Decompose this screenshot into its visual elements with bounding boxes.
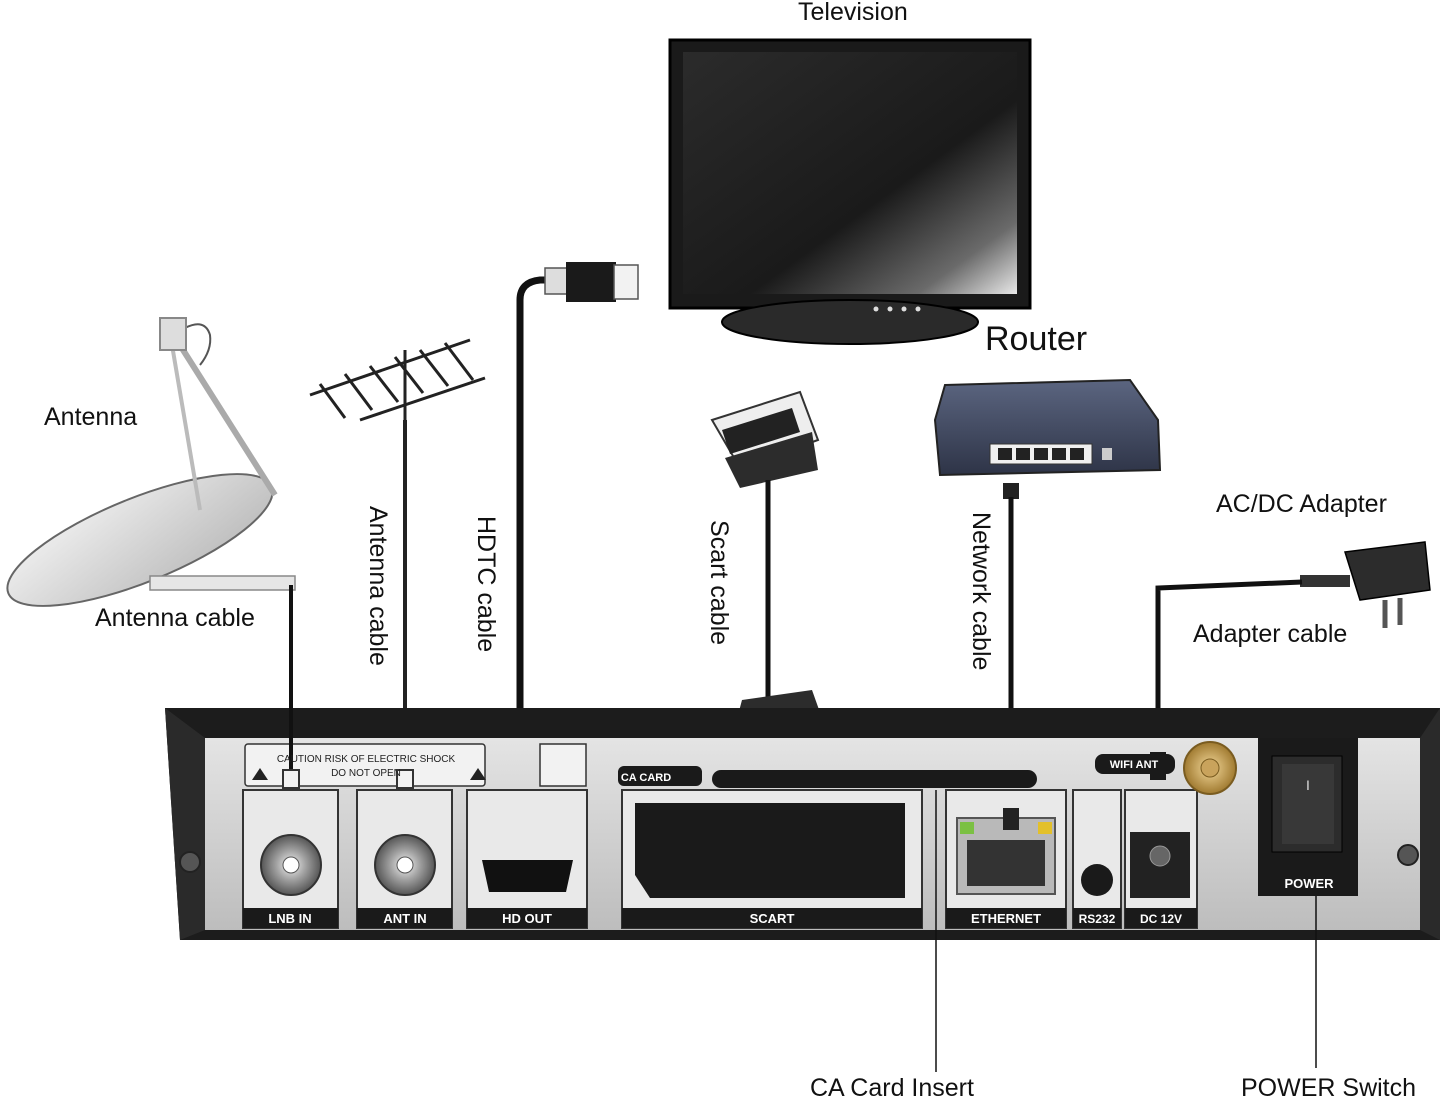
scart-label: SCART: [750, 911, 795, 926]
power-switch-label: POWER Switch: [1241, 1074, 1417, 1102]
yagi-antenna: [309, 338, 486, 760]
caution-line-2: DO NOT OPEN: [331, 768, 401, 779]
ethernet-label: ETHERNET: [971, 911, 1041, 926]
router-label: Router: [985, 320, 1088, 358]
adapter-cable-label: Adapter cable: [1193, 620, 1348, 648]
ant-in-label: ANT IN: [383, 911, 426, 926]
antenna-cable-label-vertical: Antenna cable: [364, 506, 392, 666]
television-label: Television: [798, 0, 908, 26]
rs232-label: RS232: [1079, 912, 1116, 926]
network-cable-label: Network cable: [967, 512, 995, 671]
dc-12v-label: DC 12V: [1140, 912, 1182, 926]
caution-line-1: CAUTION RISK OF ELECTRIC SHOCK: [277, 754, 456, 765]
antenna-label: Antenna: [44, 403, 138, 431]
lnb-in-label: LNB IN: [268, 911, 311, 926]
wifi-ant-label: WIFI ANT: [1110, 759, 1159, 771]
ac-dc-adapter-label: AC/DC Adapter: [1216, 490, 1387, 518]
hd-out-label: HD OUT: [502, 911, 552, 926]
ca-card-insert-label: CA Card Insert: [810, 1074, 974, 1102]
receiver-rear-panel: [165, 585, 1440, 1072]
television-device: [668, 38, 1032, 345]
ca-card-label: CA CARD: [621, 772, 671, 784]
scart-cable-label: Scart cable: [705, 520, 733, 646]
hdtc-cable-label: HDTC cable: [472, 516, 500, 653]
power-switch-mark: I: [1306, 777, 1310, 793]
antenna-cable-label-horizontal: Antenna cable: [95, 604, 255, 632]
power-label: POWER: [1284, 876, 1334, 891]
satellite-dish: [6, 317, 296, 607]
